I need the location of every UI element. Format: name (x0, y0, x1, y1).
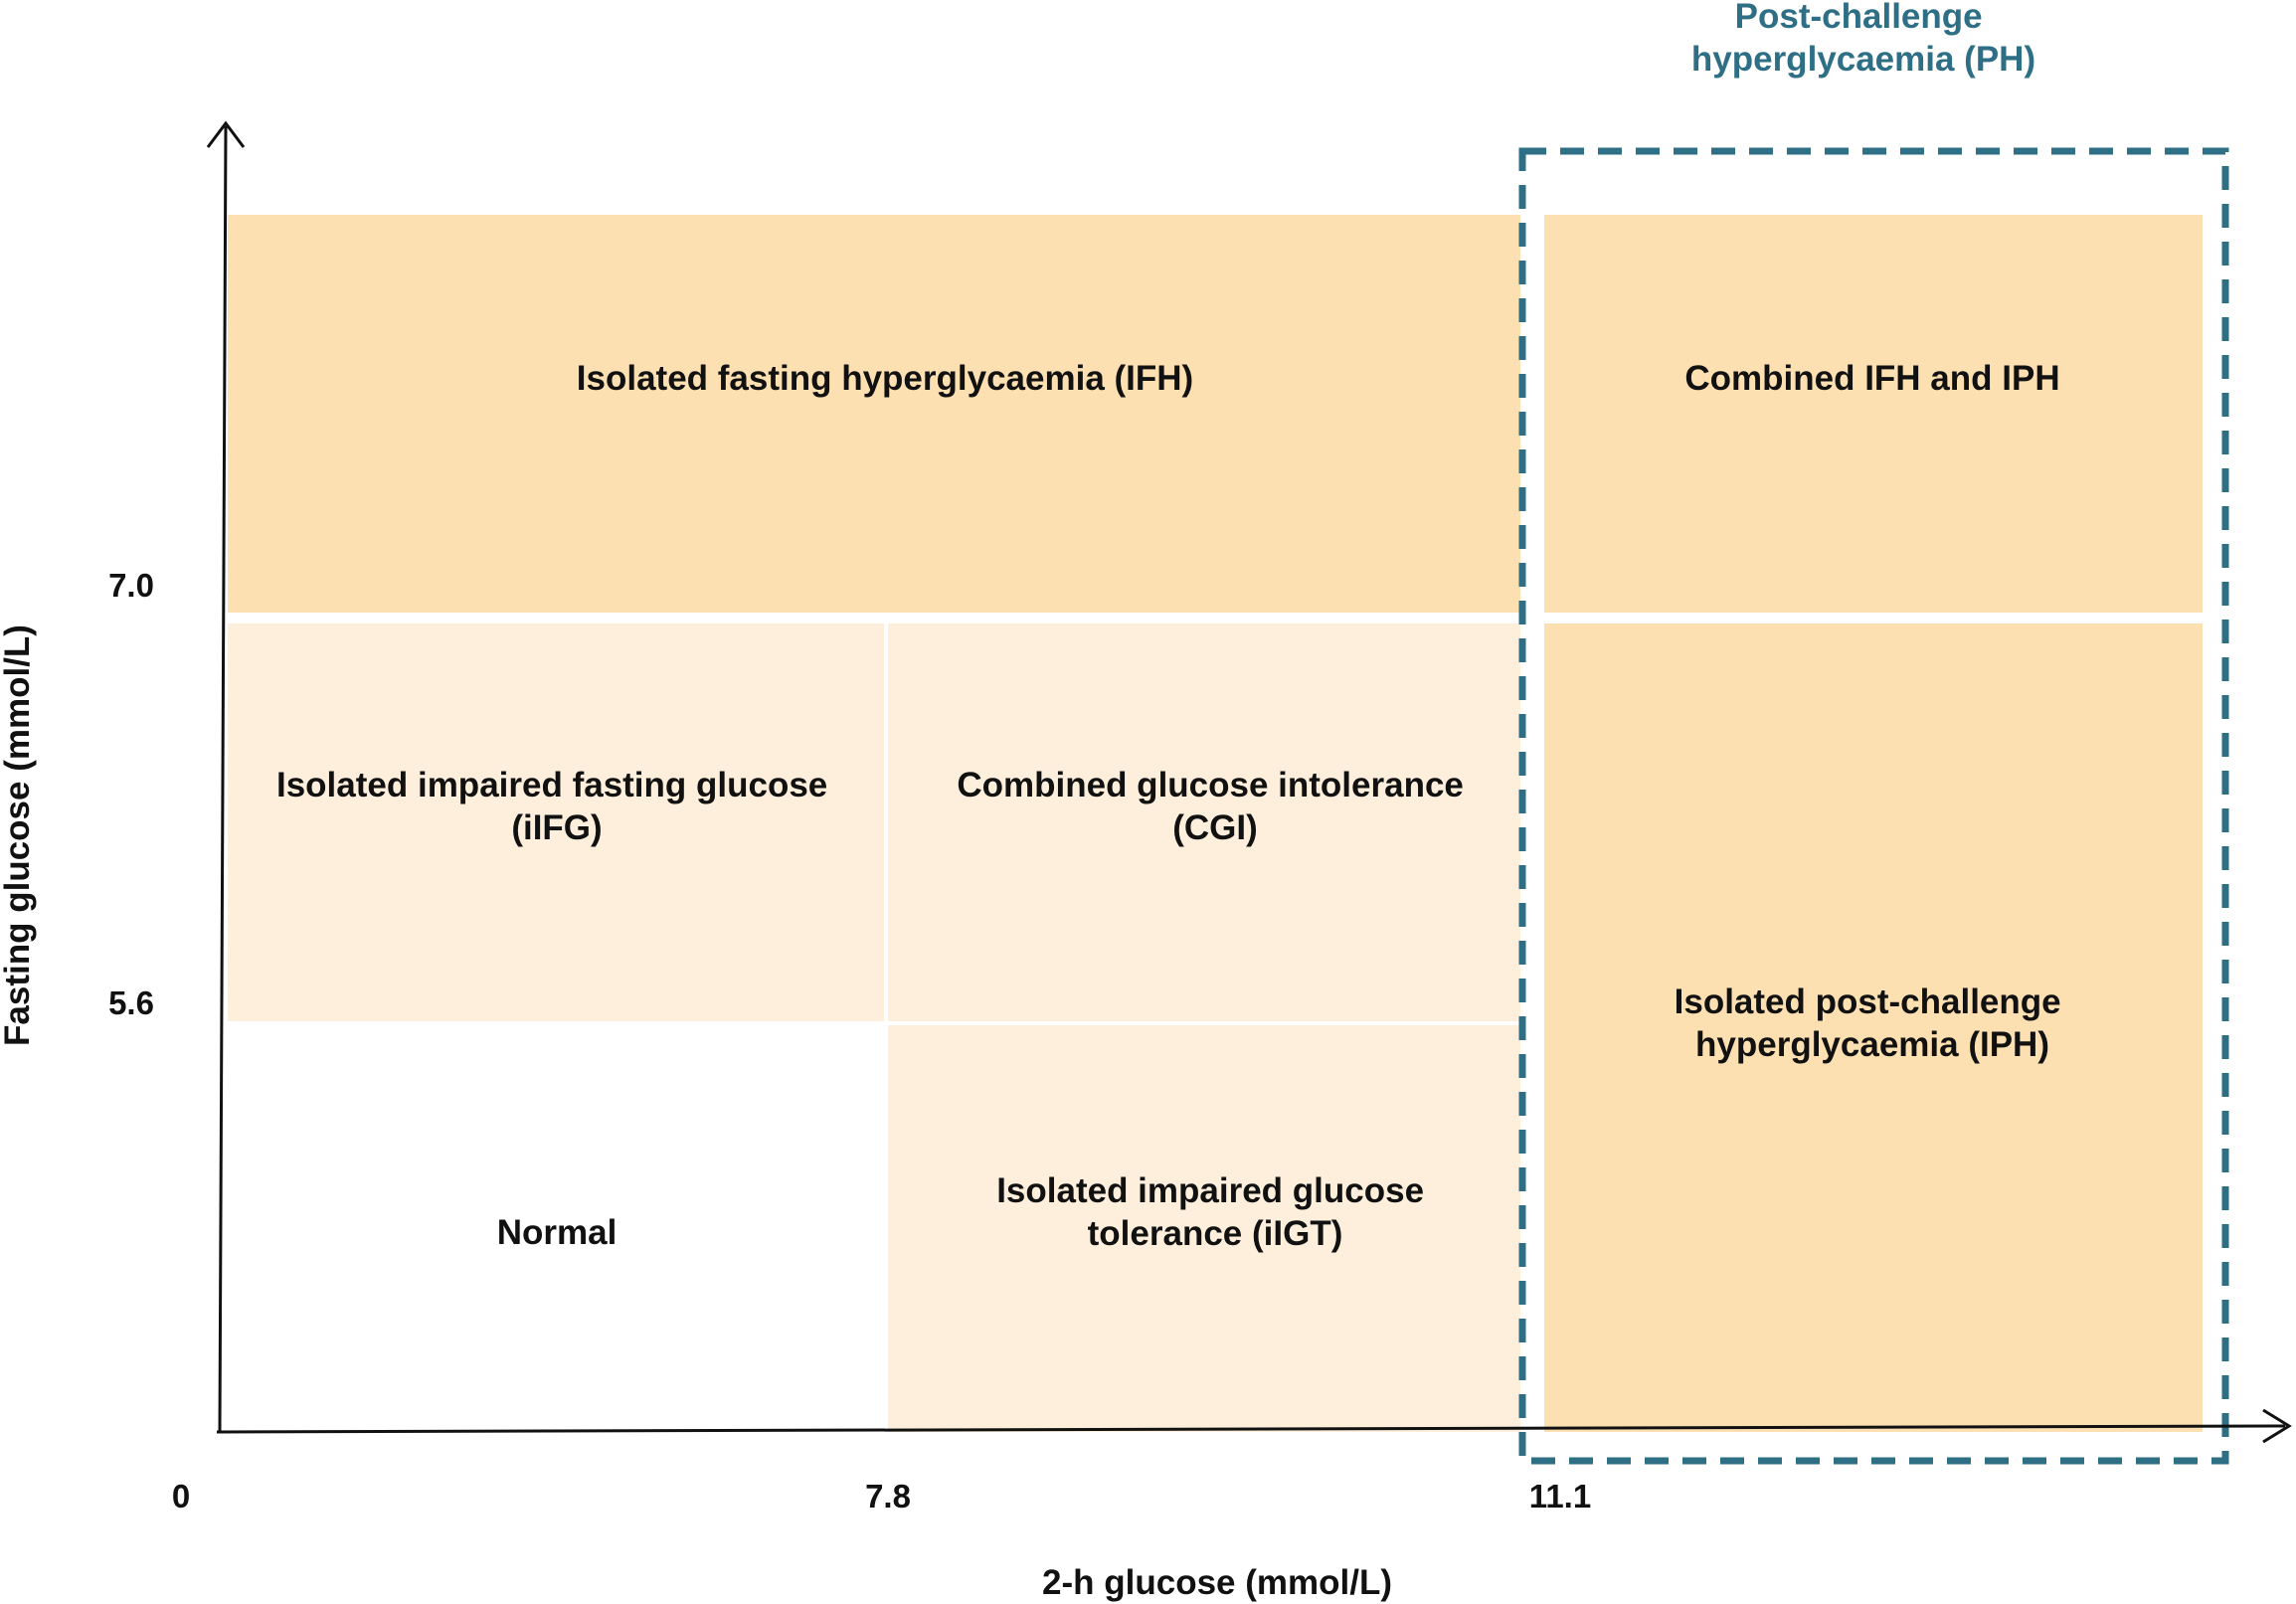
region-iph-line-2: hyperglycaemia (IPH) (1695, 1025, 2049, 1064)
ph-label: Post-challenge hyperglycaemia (PH) (1691, 0, 2035, 79)
ph-label-line-2: hyperglycaemia (PH) (1691, 40, 2035, 79)
region-combined-ifh-iph-line-1: Combined IFH and IPH (1684, 359, 2059, 398)
region-cgi-label: Combined glucose intolerance (CGI) (957, 766, 1473, 847)
region-cgi-line-1: Combined glucose intolerance (957, 766, 1464, 804)
region-ifh-box (228, 215, 1520, 613)
region-iph-line-1: Isolated post-challenge (1675, 982, 2061, 1021)
region-ifg-line-1: Isolated impaired fasting glucose (276, 766, 827, 804)
region-ifh-line-1: Isolated fasting hyperglycaemia (IFH) (577, 359, 1193, 398)
ph-dashed-box (1518, 147, 2229, 1465)
region-iph-label: Isolated post-challenge hyperglycaemia (… (1675, 982, 2071, 1064)
ph-label-line-1: Post-challenge (1735, 0, 1983, 36)
region-ifg-line-2: (iIFG) (511, 808, 602, 847)
x-tick-label-7-8: 7.8 (865, 1478, 911, 1515)
region-combined-ifh-iph-box (1544, 215, 2203, 613)
region-igt-line-1: Isolated impaired glucose (996, 1171, 1424, 1210)
region-ifg-label: Isolated impaired fasting glucose (iIFG) (276, 766, 837, 847)
region-normal-line-1: Normal (497, 1213, 618, 1252)
region-normal-box (228, 1025, 884, 1432)
region-igt-line-2: tolerance (iIGT) (1088, 1214, 1343, 1253)
y-axis-line (218, 125, 228, 1433)
region-iph-box (1544, 624, 2203, 1432)
y-tick-label-7-0: 7.0 (108, 567, 154, 604)
region-cgi-box (888, 624, 1520, 1021)
x-tick-label-0: 0 (172, 1478, 190, 1515)
region-ifh-label: Isolated fasting hyperglycaemia (IFH) (577, 359, 1193, 398)
x-axis-title: 2-h glucose (mmol/L) (1042, 1563, 1392, 1602)
region-igt-label: Isolated impaired glucose tolerance (iIG… (996, 1171, 1434, 1253)
x-axis-arrowhead (2262, 1408, 2292, 1444)
region-combined-ifh-iph-label: Combined IFH and IPH (1684, 359, 2059, 398)
region-cgi-line-2: (CGI) (1172, 808, 1258, 847)
region-normal-label: Normal (497, 1213, 618, 1252)
region-ifg-box (228, 624, 884, 1021)
region-igt-box (888, 1025, 1520, 1432)
y-axis-title: Fasting glucose (mmol/L) (0, 624, 37, 1046)
y-axis-arrowhead (206, 120, 246, 148)
x-axis-line (216, 1424, 2286, 1434)
y-tick-label-5-6: 5.6 (108, 984, 154, 1021)
x-tick-label-11-1: 11.1 (1529, 1478, 1591, 1515)
